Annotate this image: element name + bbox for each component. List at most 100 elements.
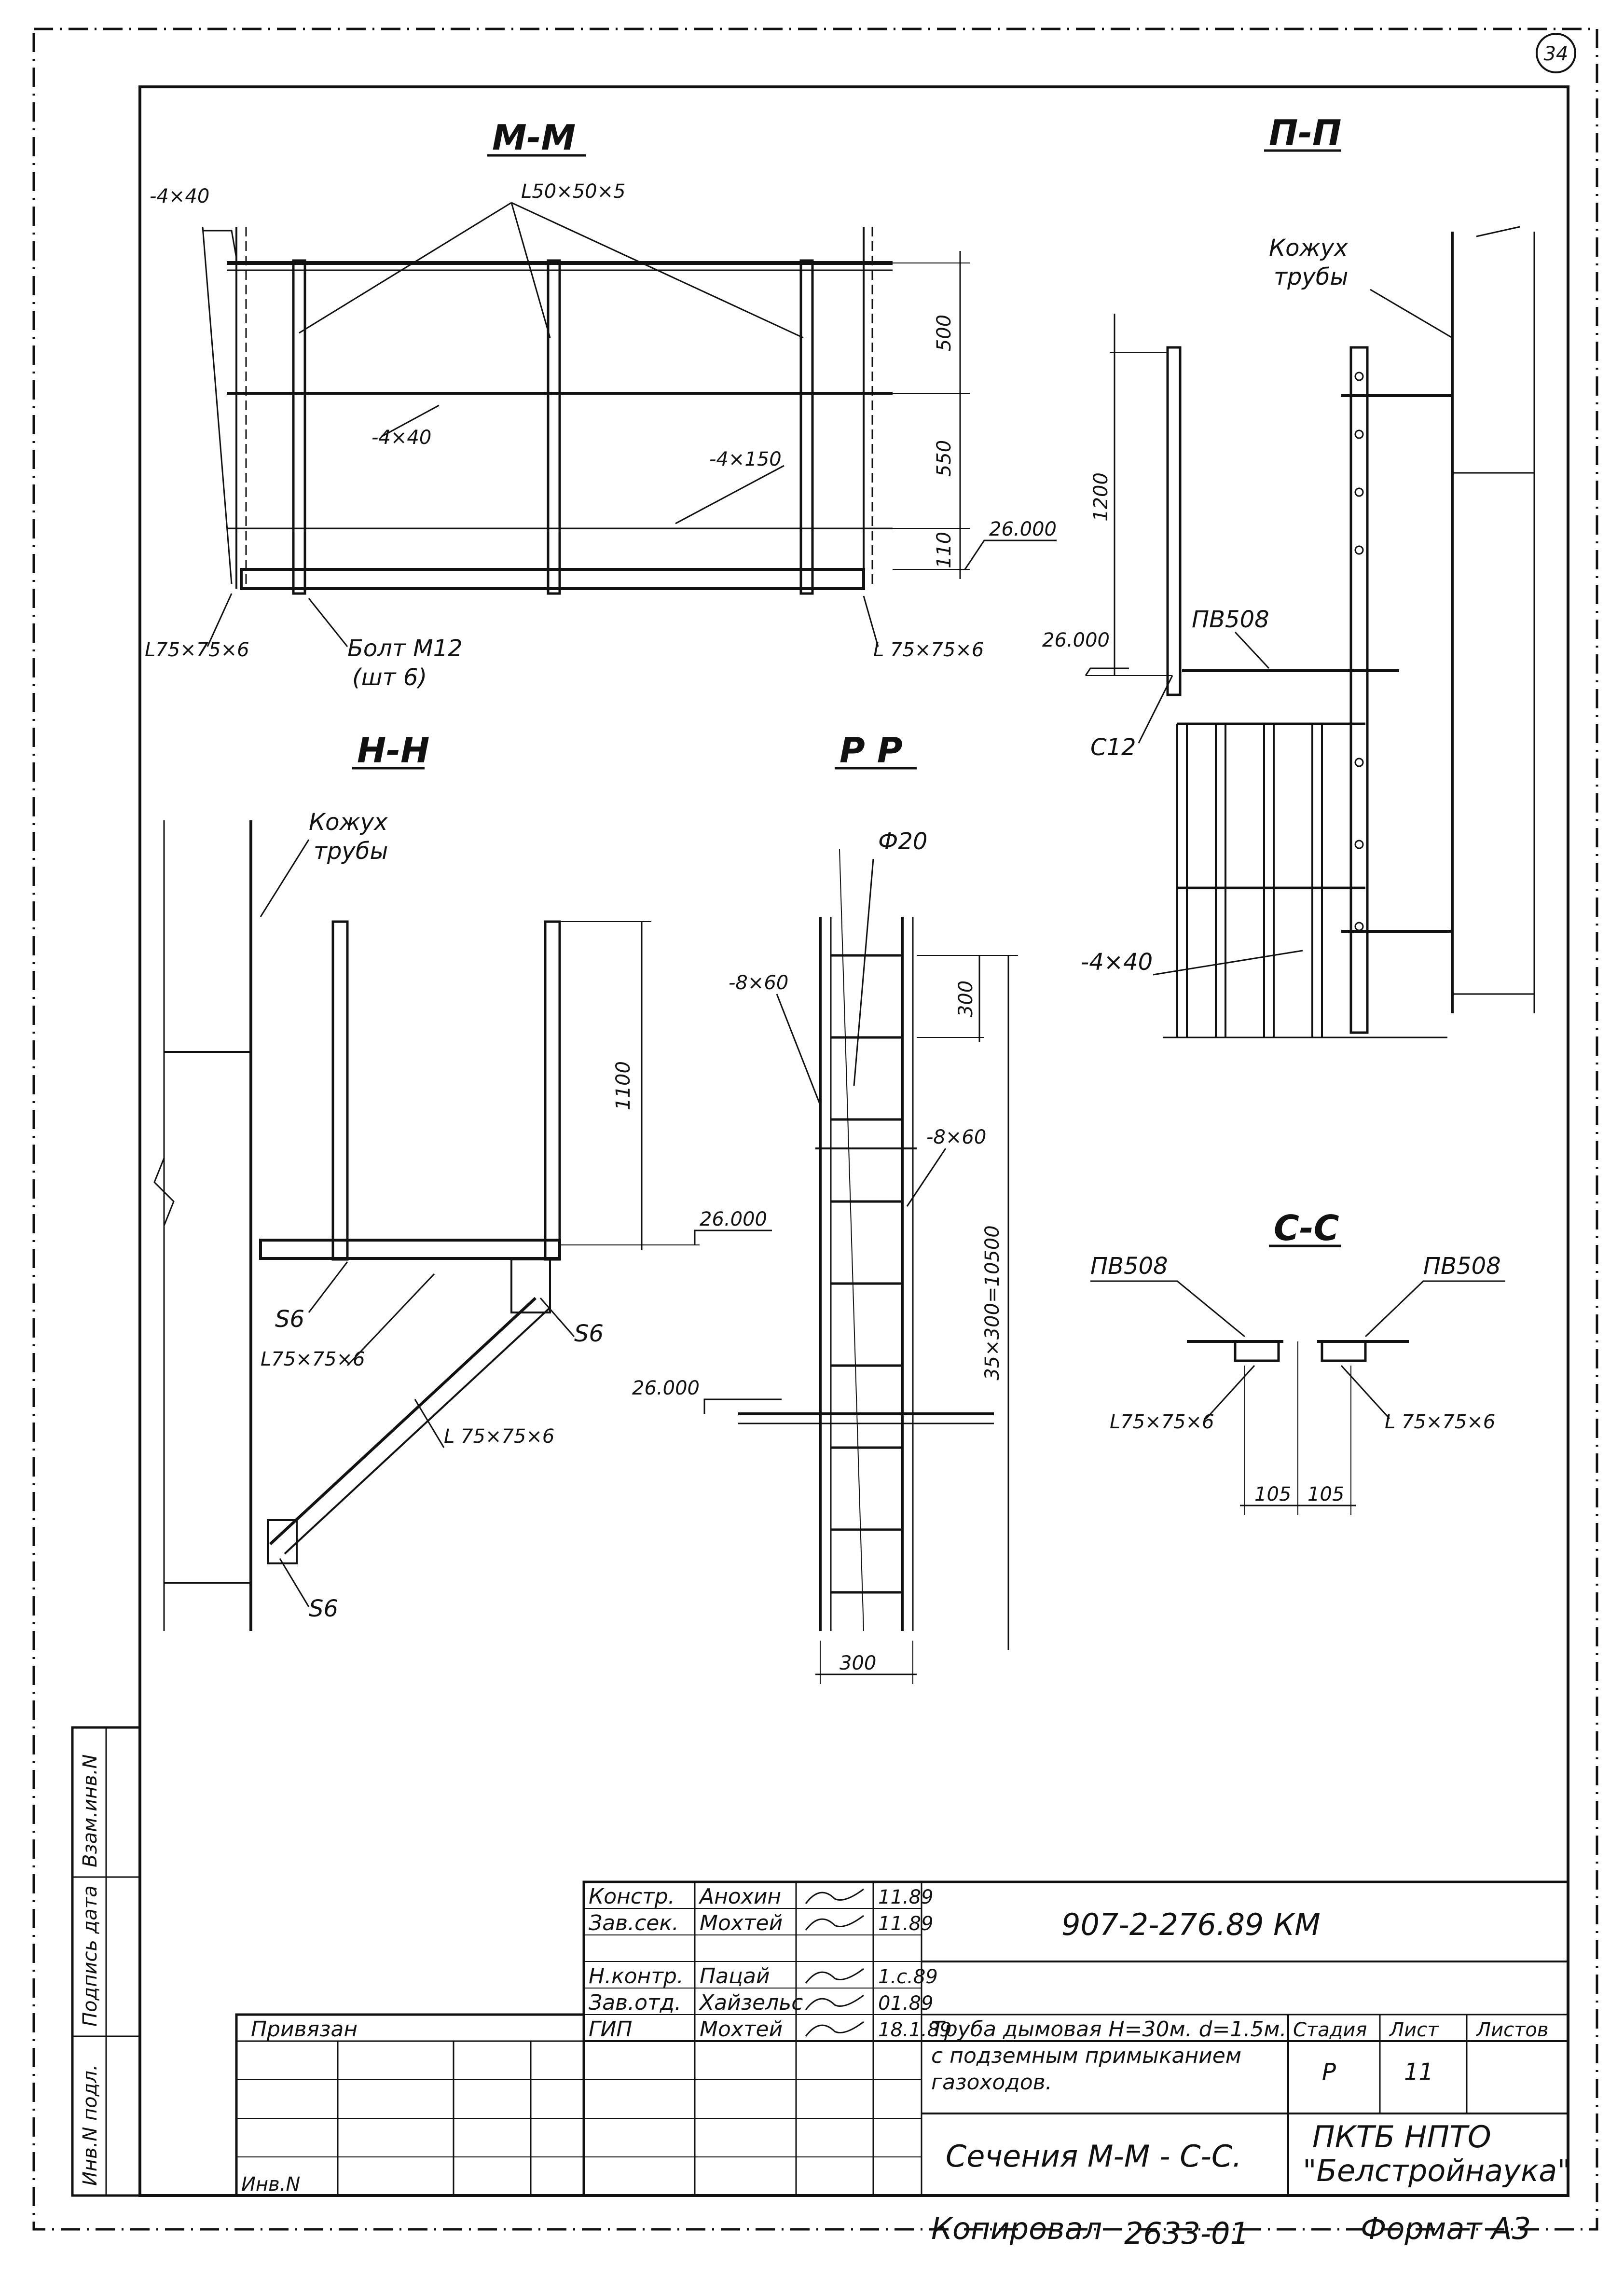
footer: Копировал 2633-01 Формат А3 — [931, 2211, 1531, 2251]
mm-label-angle-left: L75×75×6 — [145, 639, 249, 661]
cc-label-angle-right: L 75×75×6 — [1385, 1411, 1495, 1433]
hh-dim-1100: 1100 — [612, 1061, 634, 1110]
stamp-row-2: Зав.сек. Мохтей 11.89 — [589, 1911, 934, 1935]
svg-text:1.с.89: 1.с.89 — [878, 1966, 938, 1988]
hh-label-s6-a: S6 — [275, 1306, 304, 1333]
mm-label-bolt-qty: (шт 6) — [352, 664, 427, 691]
mm-label-strip-mid: -4×40 — [372, 427, 431, 449]
rr-dim-total: 35×300=10500 — [981, 1225, 1004, 1381]
section-rr: Р Р 300 35×300=10500 — [632, 730, 1018, 1684]
mm-label-strip-bottom: -4×150 — [709, 448, 782, 470]
hh-label-s6-b: S6 — [574, 1320, 604, 1347]
svg-text:Н.контр.: Н.контр. — [589, 1964, 684, 1989]
signature-mark — [805, 1968, 864, 1984]
mm-label-angles: L50×50×5 — [521, 180, 626, 203]
mm-label-angle-right: L 75×75×6 — [873, 639, 984, 661]
section-mm: М-М 500 550 110 26.000 — [145, 117, 1057, 691]
section-pp: П-П 1200 26.000 — [1042, 112, 1535, 1038]
stamp-object-line3: газоходов. — [931, 2070, 1052, 2095]
stamp-org-line1: ПКТБ НПТО — [1312, 2119, 1491, 2155]
mm-dim-550: 550 — [933, 440, 955, 477]
stamp-sheets-header: Листов — [1475, 2019, 1548, 2041]
pp-label-strip: -4×40 — [1081, 949, 1153, 976]
section-pp-title: П-П — [1269, 112, 1341, 153]
stamp-row-6: ГИП Мохтей 18.1.89 — [589, 2017, 952, 2042]
sheet-corner-circle — [1536, 33, 1576, 73]
stamp-row-4: Н.контр. Пацай 1.с.89 — [589, 1964, 938, 1989]
cc-label-grating-right: ПВ508 — [1423, 1253, 1501, 1280]
rr-label-strip-a: -8×60 — [729, 972, 788, 994]
signature-mark — [805, 1888, 864, 1904]
svg-text:18.1.89: 18.1.89 — [878, 2019, 952, 2041]
pp-dim-1200: 1200 — [1090, 472, 1112, 522]
pp-label-channel: С12 — [1090, 734, 1136, 761]
pp-label-casing2: трубы — [1274, 263, 1348, 290]
signature-mark — [805, 1994, 864, 2010]
svg-text:Мохтей: Мохтей — [700, 2017, 783, 2042]
side-stamp-signature: Подпись дата — [79, 1885, 101, 2027]
svg-text:11.89: 11.89 — [878, 1886, 934, 1908]
mm-dim-500: 500 — [933, 315, 955, 351]
section-mm-title: М-М — [492, 117, 576, 158]
hh-label-casing: Кожух — [309, 809, 388, 836]
mm-label-bolt: Болт М12 — [347, 635, 463, 662]
stamp-stage: Р — [1322, 2058, 1336, 2086]
footer-number: 2633-01 — [1124, 2216, 1249, 2251]
svg-text:Хайзельс: Хайзельс — [699, 1990, 803, 2015]
stamp-sheet-title: Сечения М-М - С-С. — [946, 2139, 1242, 2174]
rr-label-strip-b: -8×60 — [926, 1126, 986, 1148]
stamp-row-5: Зав.отд. Хайзельс 01.89 — [589, 1990, 934, 2015]
cc-dim-105-right: 105 — [1307, 1483, 1344, 1506]
stamp-stage-header: Стадия — [1293, 2019, 1367, 2041]
stamp-doc-code: 907-2-276.89 КМ — [1061, 1907, 1321, 1942]
rr-level: 26.000 — [632, 1377, 700, 1399]
svg-text:01.89: 01.89 — [878, 1992, 934, 2015]
rr-label-rod: Ф20 — [878, 828, 927, 855]
mm-level: 26.000 — [989, 518, 1057, 540]
svg-text:Мохтей: Мохтей — [700, 1911, 783, 1935]
stamp-sheet-header: Лист — [1389, 2019, 1439, 2041]
inner-frame — [138, 85, 1569, 2197]
stamp-bound: Привязан — [251, 2017, 358, 2042]
svg-text:Констр.: Констр. — [589, 1884, 675, 1909]
pp-label-grating: ПВ508 — [1192, 606, 1269, 633]
svg-text:11.89: 11.89 — [878, 1913, 934, 1935]
cc-label-angle-left: L75×75×6 — [1110, 1411, 1214, 1433]
rr-dim-300-top: 300 — [955, 981, 977, 1017]
cc-dim-105-left: 105 — [1254, 1483, 1291, 1506]
outer-frame — [32, 28, 1598, 2231]
hh-label-angle-a: L75×75×6 — [261, 1348, 365, 1370]
svg-text:Зав.сек.: Зав.сек. — [589, 1911, 679, 1935]
rr-dim-300-bottom: 300 — [840, 1652, 876, 1674]
stamp-object-line1: Труба дымовая Н=30м. d=1.5м. — [931, 2017, 1287, 2042]
pp-level: 26.000 — [1042, 629, 1110, 651]
stamp-inv: Инв.N — [241, 2173, 300, 2196]
title-block: Привязан Инв.N Констр. Анохин 11.89 Зав.… — [235, 1880, 1571, 2197]
stamp-org-line2: "Белстройнаука" — [1303, 2153, 1571, 2188]
svg-text:Анохин: Анохин — [698, 1884, 781, 1909]
hh-label-casing2: трубы — [314, 838, 388, 865]
stamp-sheet: 11 — [1404, 2058, 1433, 2086]
hh-label-angle-b: L 75×75×6 — [444, 1425, 554, 1448]
side-stamp-inventory: Инв.N подл. — [79, 2064, 101, 2186]
section-cc: С-С 105 105 ПВ508 ПВ508 L75×75×6 L 75×75… — [1090, 1208, 1505, 1515]
footer-format: Формат А3 — [1361, 2211, 1531, 2246]
mm-platform — [240, 568, 865, 590]
hh-level: 26.000 — [700, 1208, 767, 1230]
cc-label-grating-left: ПВ508 — [1090, 1253, 1168, 1280]
mm-dim-110: 110 — [933, 532, 955, 568]
stamp-object-line2: с подземным примыканием — [931, 2044, 1241, 2068]
mm-label-strip-left: -4×40 — [150, 185, 209, 207]
svg-text:ГИП: ГИП — [589, 2017, 633, 2042]
signature-mark — [805, 2021, 864, 2037]
section-hh: Н-Н 1100 26.000 Кожух трубы S6 S6 L75×75… — [153, 730, 772, 1631]
section-hh-title: Н-Н — [357, 730, 429, 771]
side-stamp-replace: Взам.инв.N — [79, 1754, 101, 1867]
section-rr-title: Р Р — [840, 730, 903, 771]
side-stamp: Взам.инв.N Подпись дата Инв.N подл. — [71, 1726, 141, 2197]
section-cc-title: С-С — [1274, 1208, 1339, 1248]
pp-label-casing: Кожух — [1269, 235, 1348, 262]
signature-mark — [805, 1915, 864, 1931]
svg-text:Пацай: Пацай — [700, 1964, 770, 1989]
